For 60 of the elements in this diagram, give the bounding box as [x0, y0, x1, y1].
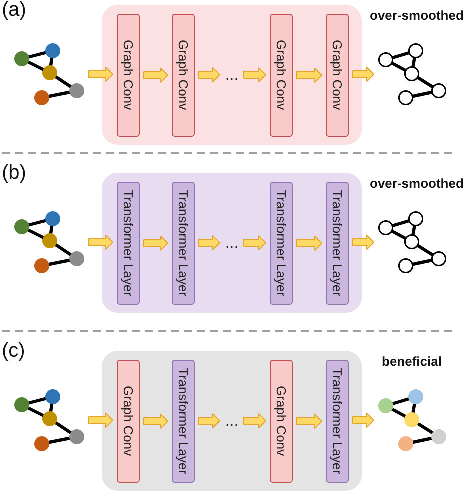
layer-label: Transformer Layer: [122, 190, 135, 297]
layer-block: [270, 182, 293, 305]
block-arrow: [198, 236, 220, 250]
layer-label: Graph Conv: [122, 40, 135, 111]
layer-label: Graph Conv: [122, 386, 135, 457]
block-arrow: [88, 235, 114, 250]
block-arrow: [296, 236, 322, 251]
layer-block: [172, 360, 195, 483]
layer-label: Graph Conv: [331, 40, 344, 111]
graph-drawing: [378, 211, 447, 274]
block-arrow: [144, 414, 168, 429]
layer-block: [326, 182, 349, 305]
layer-block: [117, 182, 140, 305]
layer-label: Graph Conv: [177, 40, 190, 111]
layer-block: [117, 14, 140, 137]
block-arrow: [144, 68, 168, 83]
layer-label: Transformer Layer: [177, 368, 190, 475]
graph-drawing: [378, 389, 447, 452]
ellipsis-text: …: [224, 236, 240, 250]
layer-label: Graph Conv: [275, 386, 288, 457]
layer-block: [172, 14, 195, 137]
graph-drawing: [378, 43, 447, 106]
state-label: over-smoothed: [370, 176, 464, 192]
block-arrow: [296, 414, 322, 429]
layer-block: [172, 182, 195, 305]
graph-drawing: [14, 43, 85, 106]
block-arrow: [198, 414, 220, 428]
ellipsis-text: …: [224, 414, 240, 428]
layer-label: Transformer Layer: [331, 190, 344, 297]
layer-label: Transformer Layer: [331, 368, 344, 475]
graph-drawing: [14, 389, 85, 452]
layer-label: Transformer Layer: [275, 190, 288, 297]
layer-block: [326, 14, 349, 137]
state-label: over-smoothed: [370, 8, 464, 24]
block-arrow: [88, 413, 114, 428]
block-arrow: [352, 67, 374, 82]
model-panel: [102, 351, 362, 491]
ellipsis-text: …: [224, 68, 240, 82]
block-arrow: [244, 68, 266, 82]
panel-label: (c): [2, 340, 26, 362]
layer-label: Graph Conv: [275, 40, 288, 111]
model-panel: [102, 173, 362, 313]
block-arrow: [144, 236, 168, 251]
block-arrow: [88, 67, 114, 82]
block-arrow: [352, 235, 374, 250]
layer-block: [326, 360, 349, 483]
layer-label: Transformer Layer: [177, 190, 190, 297]
layer-block: [270, 14, 293, 137]
state-label: beneficial: [382, 354, 442, 370]
block-arrow: [198, 68, 220, 82]
block-arrow: [296, 68, 322, 83]
panel-label: (a): [2, 0, 26, 21]
block-arrow: [244, 414, 266, 428]
layer-block: [270, 360, 293, 483]
block-arrow: [244, 236, 266, 250]
block-arrow: [352, 413, 374, 428]
graph-drawing: [14, 211, 85, 274]
layer-block: [117, 360, 140, 483]
model-panel: [102, 5, 362, 145]
panel-label: (b): [2, 162, 26, 184]
